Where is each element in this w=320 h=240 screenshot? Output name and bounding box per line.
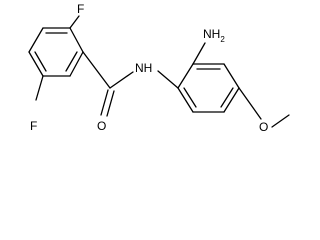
ring-b-bond-3 [223,63,240,89]
carbonyl-oxygen-label: O [97,119,106,133]
bond-c-f-bottom [35,75,44,101]
ring-b-bond-4 [223,87,240,113]
ring-a-bond-2 [69,27,84,53]
amino-nh2-label: NH2 [203,27,225,44]
ring-a-bond-3 [69,51,84,77]
fluorine-top-label: F [77,2,84,16]
bond-nh-ring [157,70,179,89]
ring-b-double-2 [220,87,234,108]
amino-nh-text: NH [203,27,220,41]
ring-a-bond-6 [28,27,44,53]
bond-c-f-top [69,15,80,29]
bond-ring-carbonyl [82,51,111,89]
difluorophenyl-ring [28,27,84,77]
bond-carbonyl-c-o-2 [106,90,115,117]
bond-ring-methoxy-o [238,87,262,120]
amino-subscript: 2 [220,35,225,44]
bond-carbonyl-c-o-1 [100,89,109,116]
structure-canvas: F F O NH NH2 O [28,2,290,134]
bond-methoxy-o-methyl [271,114,290,128]
ring-a-bond-5 [28,51,44,77]
methoxy-oxygen-label: O [259,120,268,134]
ring-b-bond-1 [177,63,194,89]
ring-b-bond-6 [177,87,194,113]
ring-b-double-3 [183,87,197,108]
molecule-diagram: F F O NH NH2 O [28,2,290,134]
ring-a-double-3 [34,51,47,72]
aniline-ring [177,63,240,113]
bond-carbonyl-nh [109,71,134,89]
bond-ring-nh2 [192,42,206,65]
amide-nh-label: NH [135,61,152,75]
fluorine-bottom-label: F [30,119,37,133]
ring-a-double-2 [65,51,78,72]
